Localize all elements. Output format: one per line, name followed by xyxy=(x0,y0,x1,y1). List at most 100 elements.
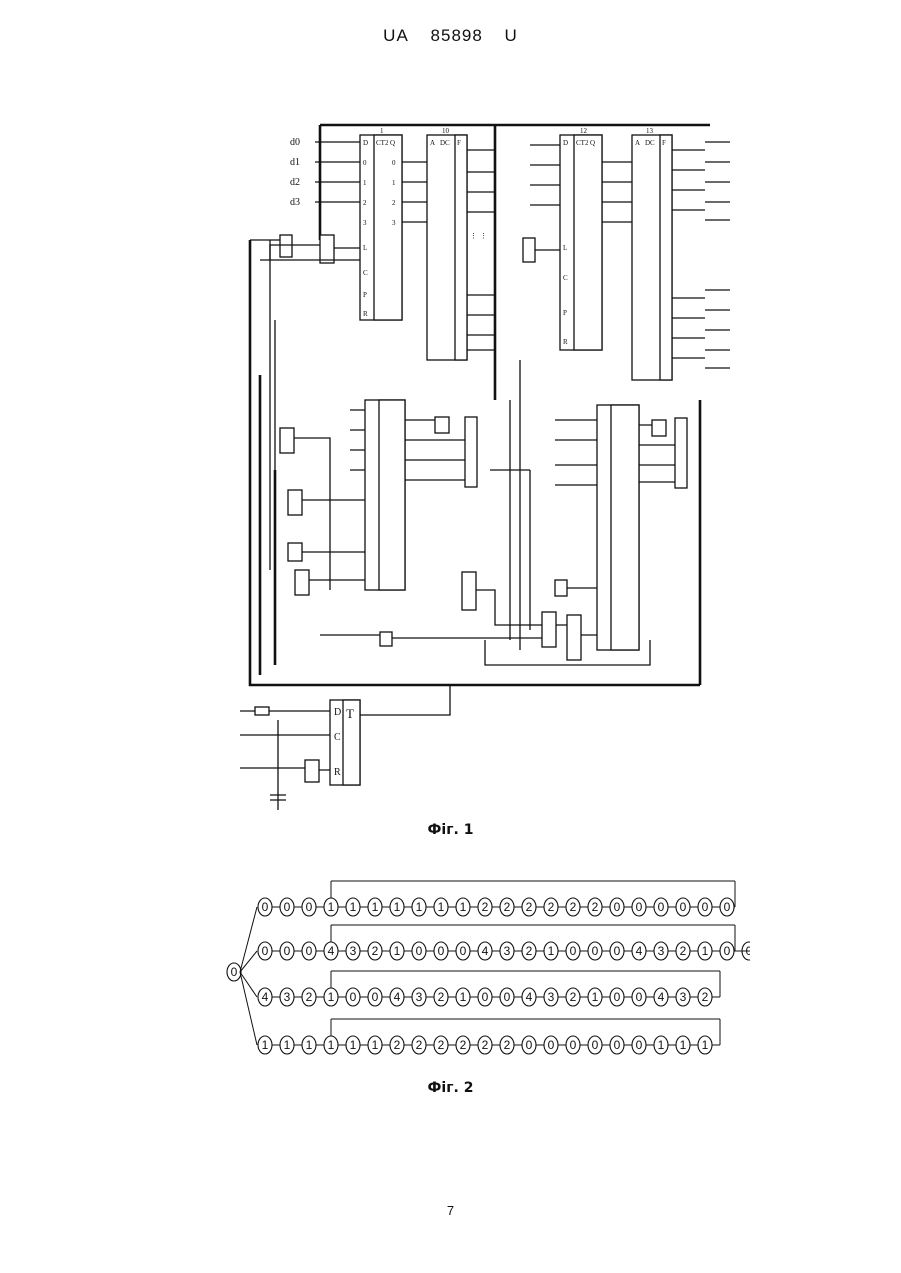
state-node: 4 xyxy=(390,988,404,1006)
sequence-row-1: 0001111111222222000000 xyxy=(258,881,735,916)
state-node: 2 xyxy=(368,942,382,960)
figure-2-caption: Фіг. 2 xyxy=(0,1080,901,1096)
svg-text:0: 0 xyxy=(350,990,357,1004)
state-node: 1 xyxy=(390,942,404,960)
trigger-5: DT CR xyxy=(330,700,360,785)
svg-text:1: 1 xyxy=(328,1038,335,1052)
svg-text:2: 2 xyxy=(504,900,511,914)
gate-16 xyxy=(288,490,302,515)
state-node: 0 xyxy=(610,942,624,960)
state-node: 0 xyxy=(720,942,734,960)
state-node: 2 xyxy=(500,898,514,916)
svg-text:0: 0 xyxy=(614,900,621,914)
state-node: 0 xyxy=(456,942,470,960)
svg-text:3: 3 xyxy=(350,944,357,958)
svg-text:R: R xyxy=(363,310,368,318)
svg-text:CT2: CT2 xyxy=(376,139,389,147)
svg-text:4: 4 xyxy=(262,990,269,1004)
svg-text:3: 3 xyxy=(680,990,687,1004)
gate-24 xyxy=(555,580,567,596)
svg-text:1: 1 xyxy=(394,944,401,958)
svg-text:0: 0 xyxy=(636,990,643,1004)
svg-text:D: D xyxy=(563,139,568,147)
svg-text:0: 0 xyxy=(592,1038,599,1052)
svg-text:2: 2 xyxy=(372,944,379,958)
svg-text:1: 1 xyxy=(592,990,599,1004)
svg-text:L: L xyxy=(563,244,567,252)
state-node: 2 xyxy=(522,942,536,960)
svg-text:0: 0 xyxy=(570,1038,577,1052)
svg-text:2: 2 xyxy=(592,900,599,914)
svg-text:0: 0 xyxy=(392,159,396,167)
state-node: 3 xyxy=(676,988,690,1006)
input-d2: d2 xyxy=(290,177,300,188)
svg-text:1: 1 xyxy=(438,900,445,914)
svg-text:0: 0 xyxy=(614,944,621,958)
svg-text:2: 2 xyxy=(526,900,533,914)
resistor-3 xyxy=(255,707,269,715)
gate-22 xyxy=(652,420,666,436)
state-node: 3 xyxy=(500,942,514,960)
svg-text:2: 2 xyxy=(526,944,533,958)
state-node: 0 xyxy=(434,942,448,960)
counter-1-inputs: d0 d1 d2 d3 xyxy=(290,137,360,208)
svg-text:12: 12 xyxy=(580,127,588,135)
state-node: 1 xyxy=(368,1036,382,1054)
state-node: 2 xyxy=(478,898,492,916)
counter-9 xyxy=(350,400,477,590)
svg-text:0: 0 xyxy=(262,944,269,958)
state-node: 0 xyxy=(368,988,382,1006)
svg-text:3: 3 xyxy=(548,990,555,1004)
svg-text:3: 3 xyxy=(416,990,423,1004)
state-node: 2 xyxy=(302,988,316,1006)
state-node: 1 xyxy=(698,1036,712,1054)
state-node: 4 xyxy=(324,942,338,960)
svg-text:2: 2 xyxy=(482,1038,489,1052)
svg-text:DC: DC xyxy=(645,139,655,147)
state-node: 2 xyxy=(434,1036,448,1054)
svg-text:0: 0 xyxy=(231,965,238,979)
state-node: 1 xyxy=(676,1036,690,1054)
gate-19 xyxy=(465,417,477,487)
state-node: 3 xyxy=(412,988,426,1006)
patent-number: 85898 xyxy=(431,26,483,45)
svg-text:0: 0 xyxy=(262,900,269,914)
svg-text:1: 1 xyxy=(372,1038,379,1052)
svg-text:0: 0 xyxy=(680,900,687,914)
state-node: 1 xyxy=(390,898,404,916)
state-node: 3 xyxy=(346,942,360,960)
svg-text:2: 2 xyxy=(482,900,489,914)
state-node: 0 xyxy=(522,1036,536,1054)
gate-25 xyxy=(320,235,334,263)
svg-text:1: 1 xyxy=(328,900,335,914)
sequence-row-2: 00043210004321000432100 xyxy=(258,925,750,960)
state-node: 2 xyxy=(390,1036,404,1054)
state-node: 0 xyxy=(544,1036,558,1054)
state-node: 2 xyxy=(566,988,580,1006)
document-kind: U xyxy=(505,26,518,45)
state-node: 2 xyxy=(588,898,602,916)
svg-text:2: 2 xyxy=(570,990,577,1004)
state-node: 1 xyxy=(654,1036,668,1054)
state-node: 1 xyxy=(346,898,360,916)
state-node: 1 xyxy=(346,1036,360,1054)
state-node: 0 xyxy=(302,942,316,960)
svg-text:1: 1 xyxy=(658,1038,665,1052)
svg-text:0: 0 xyxy=(702,900,709,914)
svg-text:2: 2 xyxy=(504,1038,511,1052)
state-node: 2 xyxy=(698,988,712,1006)
svg-text:0: 0 xyxy=(636,1038,643,1052)
state-node: 0 xyxy=(346,988,360,1006)
svg-text:1: 1 xyxy=(363,179,367,187)
state-node: 1 xyxy=(456,898,470,916)
state-node: 1 xyxy=(544,942,558,960)
state-node: 2 xyxy=(412,1036,426,1054)
svg-text:1: 1 xyxy=(680,1038,687,1052)
figure-2-sequences: 0 00011111112222220000000004321000432100… xyxy=(220,875,750,1060)
svg-text:4: 4 xyxy=(658,990,665,1004)
state-node: 0 xyxy=(610,898,624,916)
svg-text:0: 0 xyxy=(636,900,643,914)
svg-text:1: 1 xyxy=(416,900,423,914)
svg-text:0: 0 xyxy=(504,990,511,1004)
svg-text:1: 1 xyxy=(372,900,379,914)
